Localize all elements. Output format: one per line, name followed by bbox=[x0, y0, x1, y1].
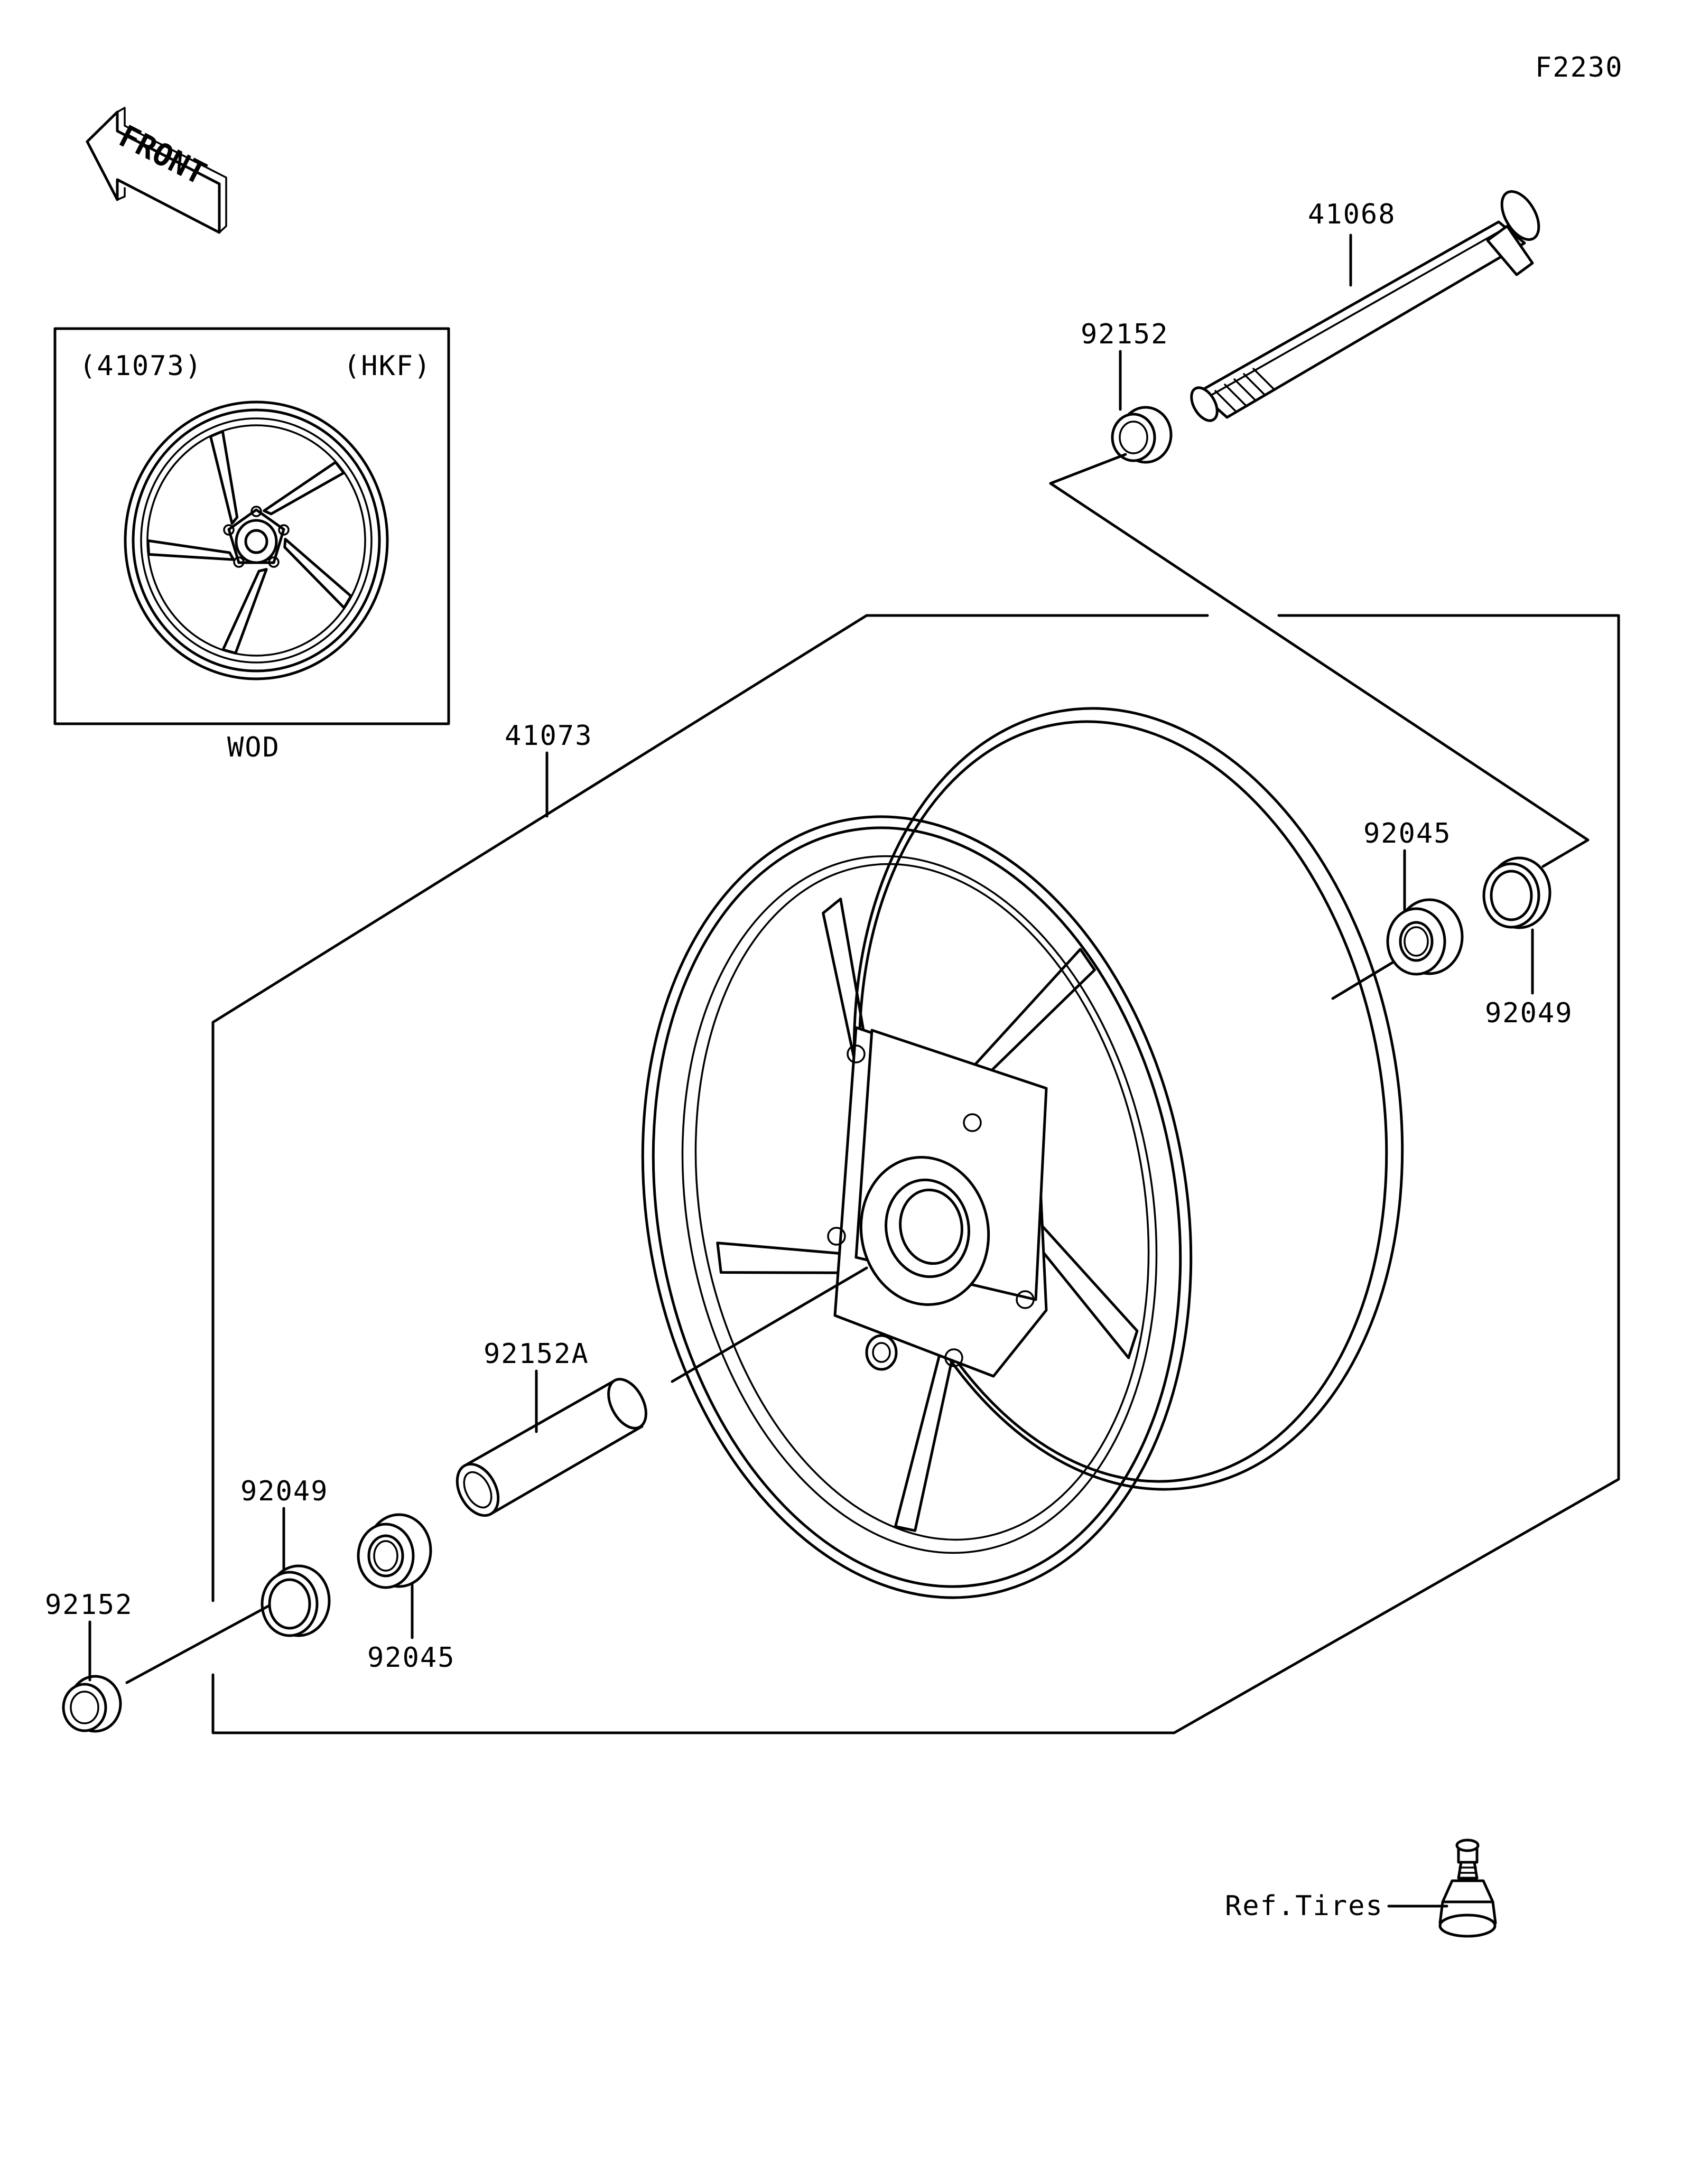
label-bearing-right: 92045 bbox=[1363, 818, 1452, 850]
wheel bbox=[641, 707, 1404, 1599]
axle bbox=[1190, 190, 1540, 422]
inset-spoke-1 bbox=[263, 461, 346, 516]
front-arrow-label: FRONT bbox=[114, 118, 212, 192]
inset-box: (41073) (HKF) WOD bbox=[53, 327, 450, 763]
front-direction-arrow: FRONT bbox=[86, 107, 227, 234]
spacer bbox=[456, 1378, 647, 1517]
inset-spoke-2 bbox=[283, 538, 352, 609]
label-axle: 41068 bbox=[1308, 199, 1396, 230]
label-seal-right: 92049 bbox=[1485, 997, 1573, 1029]
inset-wheel-illustration bbox=[124, 400, 389, 680]
bearing-left bbox=[357, 1513, 432, 1589]
inset-spoke-3 bbox=[221, 568, 268, 655]
assembly-frame bbox=[211, 614, 1620, 1734]
collar-top bbox=[1111, 406, 1173, 464]
seal-right bbox=[1482, 856, 1551, 929]
label-spacer: 92152A bbox=[484, 1338, 589, 1370]
inset-spoke-5 bbox=[209, 430, 239, 525]
inset-variant: (HKF) bbox=[343, 350, 432, 382]
seal-left bbox=[261, 1564, 331, 1637]
label-collar-top: 92152 bbox=[1081, 319, 1169, 350]
bearing-right bbox=[1386, 898, 1464, 976]
inset-spokes bbox=[146, 430, 352, 655]
valve-stem bbox=[1438, 1838, 1497, 1938]
label-bearing-left: 92045 bbox=[367, 1642, 456, 1674]
label-valve-ref: Ref.Tires bbox=[1225, 1890, 1383, 1922]
collar-left bbox=[62, 1675, 122, 1733]
figure-code: F2230 bbox=[1535, 52, 1623, 83]
inset-spoke-4 bbox=[146, 539, 235, 561]
label-seal-left: 92049 bbox=[240, 1476, 329, 1507]
inset-caption: WOD bbox=[227, 732, 280, 763]
inset-part-number: (41073) bbox=[79, 350, 202, 382]
label-wheel: 41073 bbox=[505, 720, 593, 752]
label-collar-left: 92152 bbox=[45, 1589, 133, 1621]
